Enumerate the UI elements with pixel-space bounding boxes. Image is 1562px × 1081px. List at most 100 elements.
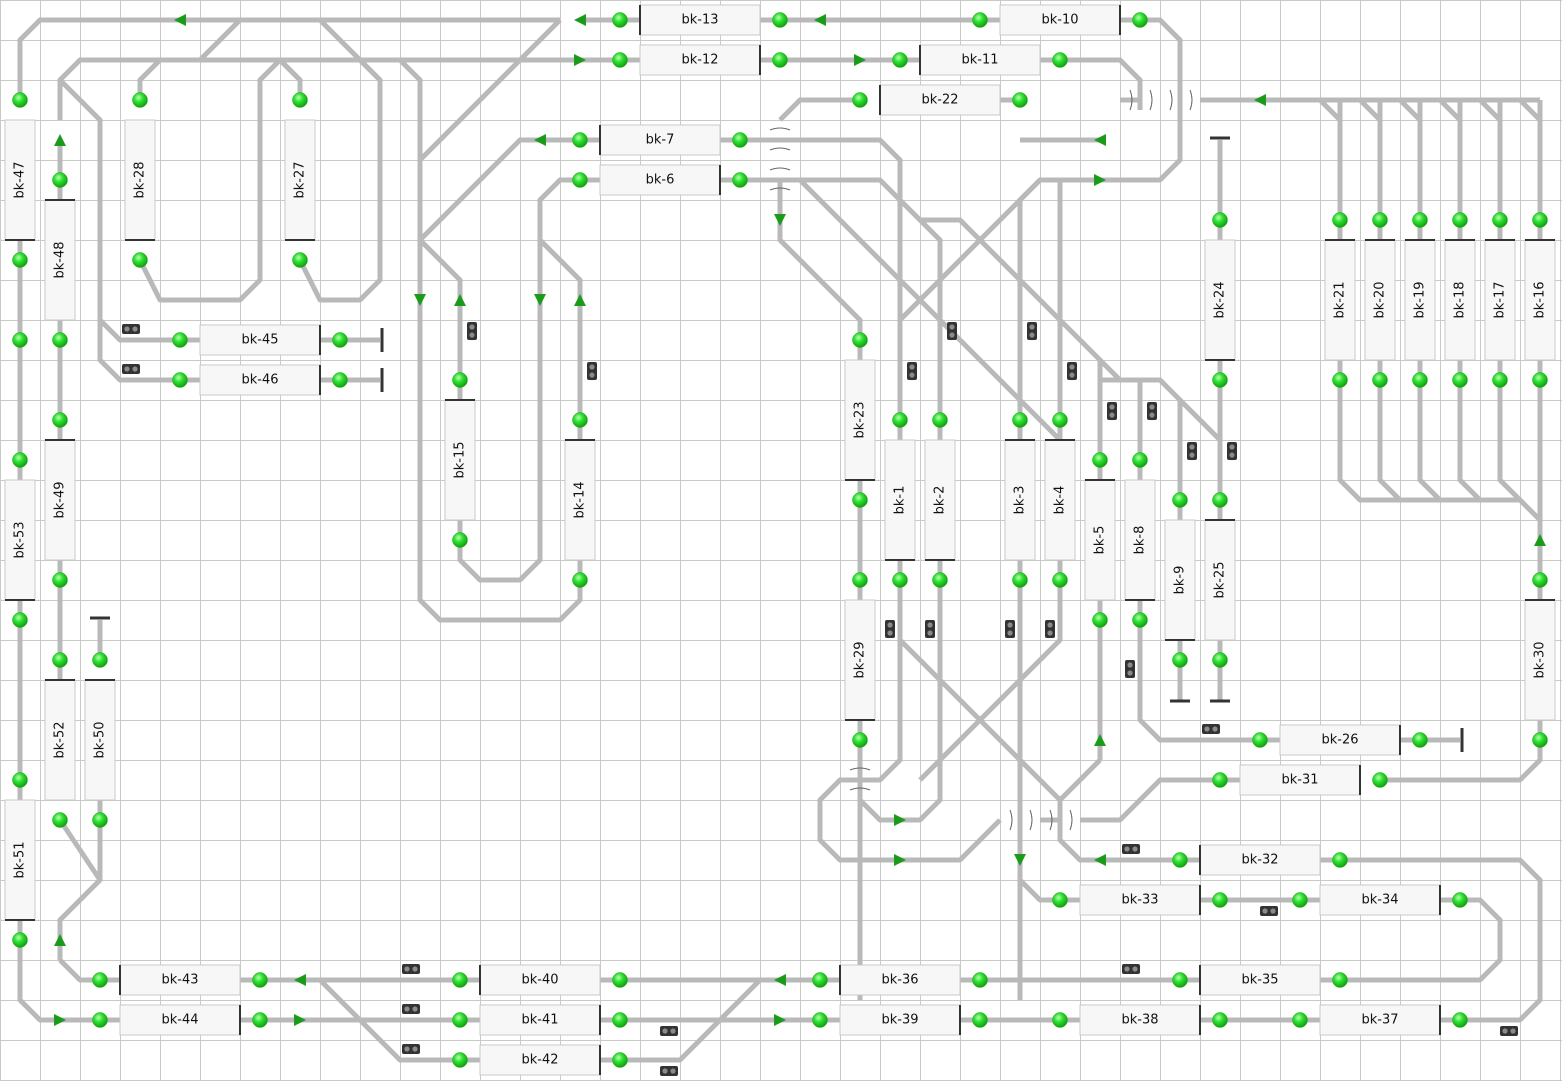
block-bk-20[interactable]: bk-20 bbox=[1364, 239, 1396, 361]
sensor-icon[interactable] bbox=[252, 1012, 268, 1028]
sensor-icon[interactable] bbox=[1212, 652, 1228, 668]
block-bk-52[interactable]: bk-52 bbox=[44, 679, 76, 801]
sensor-icon[interactable] bbox=[452, 972, 468, 988]
sensor-icon[interactable] bbox=[1412, 732, 1428, 748]
sensor-icon[interactable] bbox=[612, 1052, 628, 1068]
sensor-icon[interactable] bbox=[252, 972, 268, 988]
sensor-icon[interactable] bbox=[52, 172, 68, 188]
block-bk-3[interactable]: bk-3 bbox=[1004, 439, 1036, 561]
signal-icon[interactable] bbox=[1067, 362, 1077, 380]
block-bk-11[interactable]: bk-11 bbox=[919, 44, 1041, 76]
block-bk-37[interactable]: bk-37 bbox=[1319, 1004, 1441, 1036]
block-bk-50[interactable]: bk-50 bbox=[84, 679, 116, 801]
sensor-icon[interactable] bbox=[52, 572, 68, 588]
sensor-icon[interactable] bbox=[1212, 772, 1228, 788]
block-bk-29[interactable]: bk-29 bbox=[844, 599, 876, 721]
sensor-icon[interactable] bbox=[972, 972, 988, 988]
signal-icon[interactable] bbox=[1122, 844, 1140, 854]
sensor-icon[interactable] bbox=[932, 412, 948, 428]
block-bk-48[interactable]: bk-48 bbox=[44, 199, 76, 321]
block-bk-23[interactable]: bk-23 bbox=[844, 359, 876, 481]
sensor-icon[interactable] bbox=[1132, 452, 1148, 468]
signal-icon[interactable] bbox=[1187, 442, 1197, 460]
sensor-icon[interactable] bbox=[1172, 852, 1188, 868]
sensor-icon[interactable] bbox=[1052, 52, 1068, 68]
sensor-icon[interactable] bbox=[772, 52, 788, 68]
sensor-icon[interactable] bbox=[12, 332, 28, 348]
sensor-icon[interactable] bbox=[1012, 412, 1028, 428]
sensor-icon[interactable] bbox=[132, 92, 148, 108]
sensor-icon[interactable] bbox=[52, 812, 68, 828]
sensor-icon[interactable] bbox=[12, 772, 28, 788]
block-bk-4[interactable]: bk-4 bbox=[1044, 439, 1076, 561]
sensor-icon[interactable] bbox=[1172, 492, 1188, 508]
block-bk-21[interactable]: bk-21 bbox=[1324, 239, 1356, 361]
signal-icon[interactable] bbox=[925, 620, 935, 638]
sensor-icon[interactable] bbox=[1332, 972, 1348, 988]
block-bk-33[interactable]: bk-33 bbox=[1079, 884, 1201, 916]
sensor-icon[interactable] bbox=[1452, 212, 1468, 228]
sensor-icon[interactable] bbox=[52, 332, 68, 348]
block-bk-44[interactable]: bk-44 bbox=[119, 1004, 241, 1036]
sensor-icon[interactable] bbox=[572, 132, 588, 148]
sensor-icon[interactable] bbox=[1452, 892, 1468, 908]
sensor-icon[interactable] bbox=[12, 452, 28, 468]
block-bk-17[interactable]: bk-17 bbox=[1484, 239, 1516, 361]
sensor-icon[interactable] bbox=[892, 412, 908, 428]
block-bk-14[interactable]: bk-14 bbox=[564, 439, 596, 561]
block-bk-8[interactable]: bk-8 bbox=[1124, 479, 1156, 601]
block-bk-31[interactable]: bk-31 bbox=[1239, 764, 1361, 796]
sensor-icon[interactable] bbox=[1492, 212, 1508, 228]
signal-icon[interactable] bbox=[1500, 1026, 1518, 1036]
sensor-icon[interactable] bbox=[52, 652, 68, 668]
signal-icon[interactable] bbox=[402, 1004, 420, 1014]
sensor-icon[interactable] bbox=[92, 972, 108, 988]
sensor-icon[interactable] bbox=[612, 972, 628, 988]
sensor-icon[interactable] bbox=[732, 132, 748, 148]
sensor-icon[interactable] bbox=[572, 572, 588, 588]
sensor-icon[interactable] bbox=[1332, 212, 1348, 228]
sensor-icon[interactable] bbox=[292, 92, 308, 108]
sensor-icon[interactable] bbox=[1372, 212, 1388, 228]
sensor-icon[interactable] bbox=[52, 412, 68, 428]
sensor-icon[interactable] bbox=[972, 12, 988, 28]
sensor-icon[interactable] bbox=[1092, 612, 1108, 628]
sensor-icon[interactable] bbox=[812, 972, 828, 988]
sensor-icon[interactable] bbox=[12, 252, 28, 268]
sensor-icon[interactable] bbox=[332, 332, 348, 348]
signal-icon[interactable] bbox=[660, 1066, 678, 1076]
sensor-icon[interactable] bbox=[612, 1012, 628, 1028]
block-bk-40[interactable]: bk-40 bbox=[479, 964, 601, 996]
sensor-icon[interactable] bbox=[1532, 732, 1548, 748]
block-bk-51[interactable]: bk-51 bbox=[4, 799, 36, 921]
sensor-icon[interactable] bbox=[452, 532, 468, 548]
sensor-icon[interactable] bbox=[1212, 892, 1228, 908]
sensor-icon[interactable] bbox=[812, 1012, 828, 1028]
block-bk-38[interactable]: bk-38 bbox=[1079, 1004, 1201, 1036]
signal-icon[interactable] bbox=[402, 1044, 420, 1054]
sensor-icon[interactable] bbox=[1452, 372, 1468, 388]
block-bk-47[interactable]: bk-47 bbox=[4, 119, 36, 241]
sensor-icon[interactable] bbox=[1412, 212, 1428, 228]
sensor-icon[interactable] bbox=[732, 172, 748, 188]
sensor-icon[interactable] bbox=[852, 332, 868, 348]
sensor-icon[interactable] bbox=[1052, 572, 1068, 588]
sensor-icon[interactable] bbox=[1452, 1012, 1468, 1028]
sensor-icon[interactable] bbox=[1332, 852, 1348, 868]
block-bk-49[interactable]: bk-49 bbox=[44, 439, 76, 561]
sensor-icon[interactable] bbox=[572, 412, 588, 428]
sensor-icon[interactable] bbox=[1132, 612, 1148, 628]
block-bk-30[interactable]: bk-30 bbox=[1524, 599, 1556, 721]
sensor-icon[interactable] bbox=[932, 572, 948, 588]
sensor-icon[interactable] bbox=[572, 172, 588, 188]
sensor-icon[interactable] bbox=[852, 92, 868, 108]
sensor-icon[interactable] bbox=[1532, 372, 1548, 388]
sensor-icon[interactable] bbox=[772, 12, 788, 28]
signal-icon[interactable] bbox=[1147, 402, 1157, 420]
sensor-icon[interactable] bbox=[1092, 452, 1108, 468]
block-bk-34[interactable]: bk-34 bbox=[1319, 884, 1441, 916]
block-bk-19[interactable]: bk-19 bbox=[1404, 239, 1436, 361]
block-bk-7[interactable]: bk-7 bbox=[599, 124, 721, 156]
sensor-icon[interactable] bbox=[1532, 212, 1548, 228]
block-bk-27[interactable]: bk-27 bbox=[284, 119, 316, 241]
